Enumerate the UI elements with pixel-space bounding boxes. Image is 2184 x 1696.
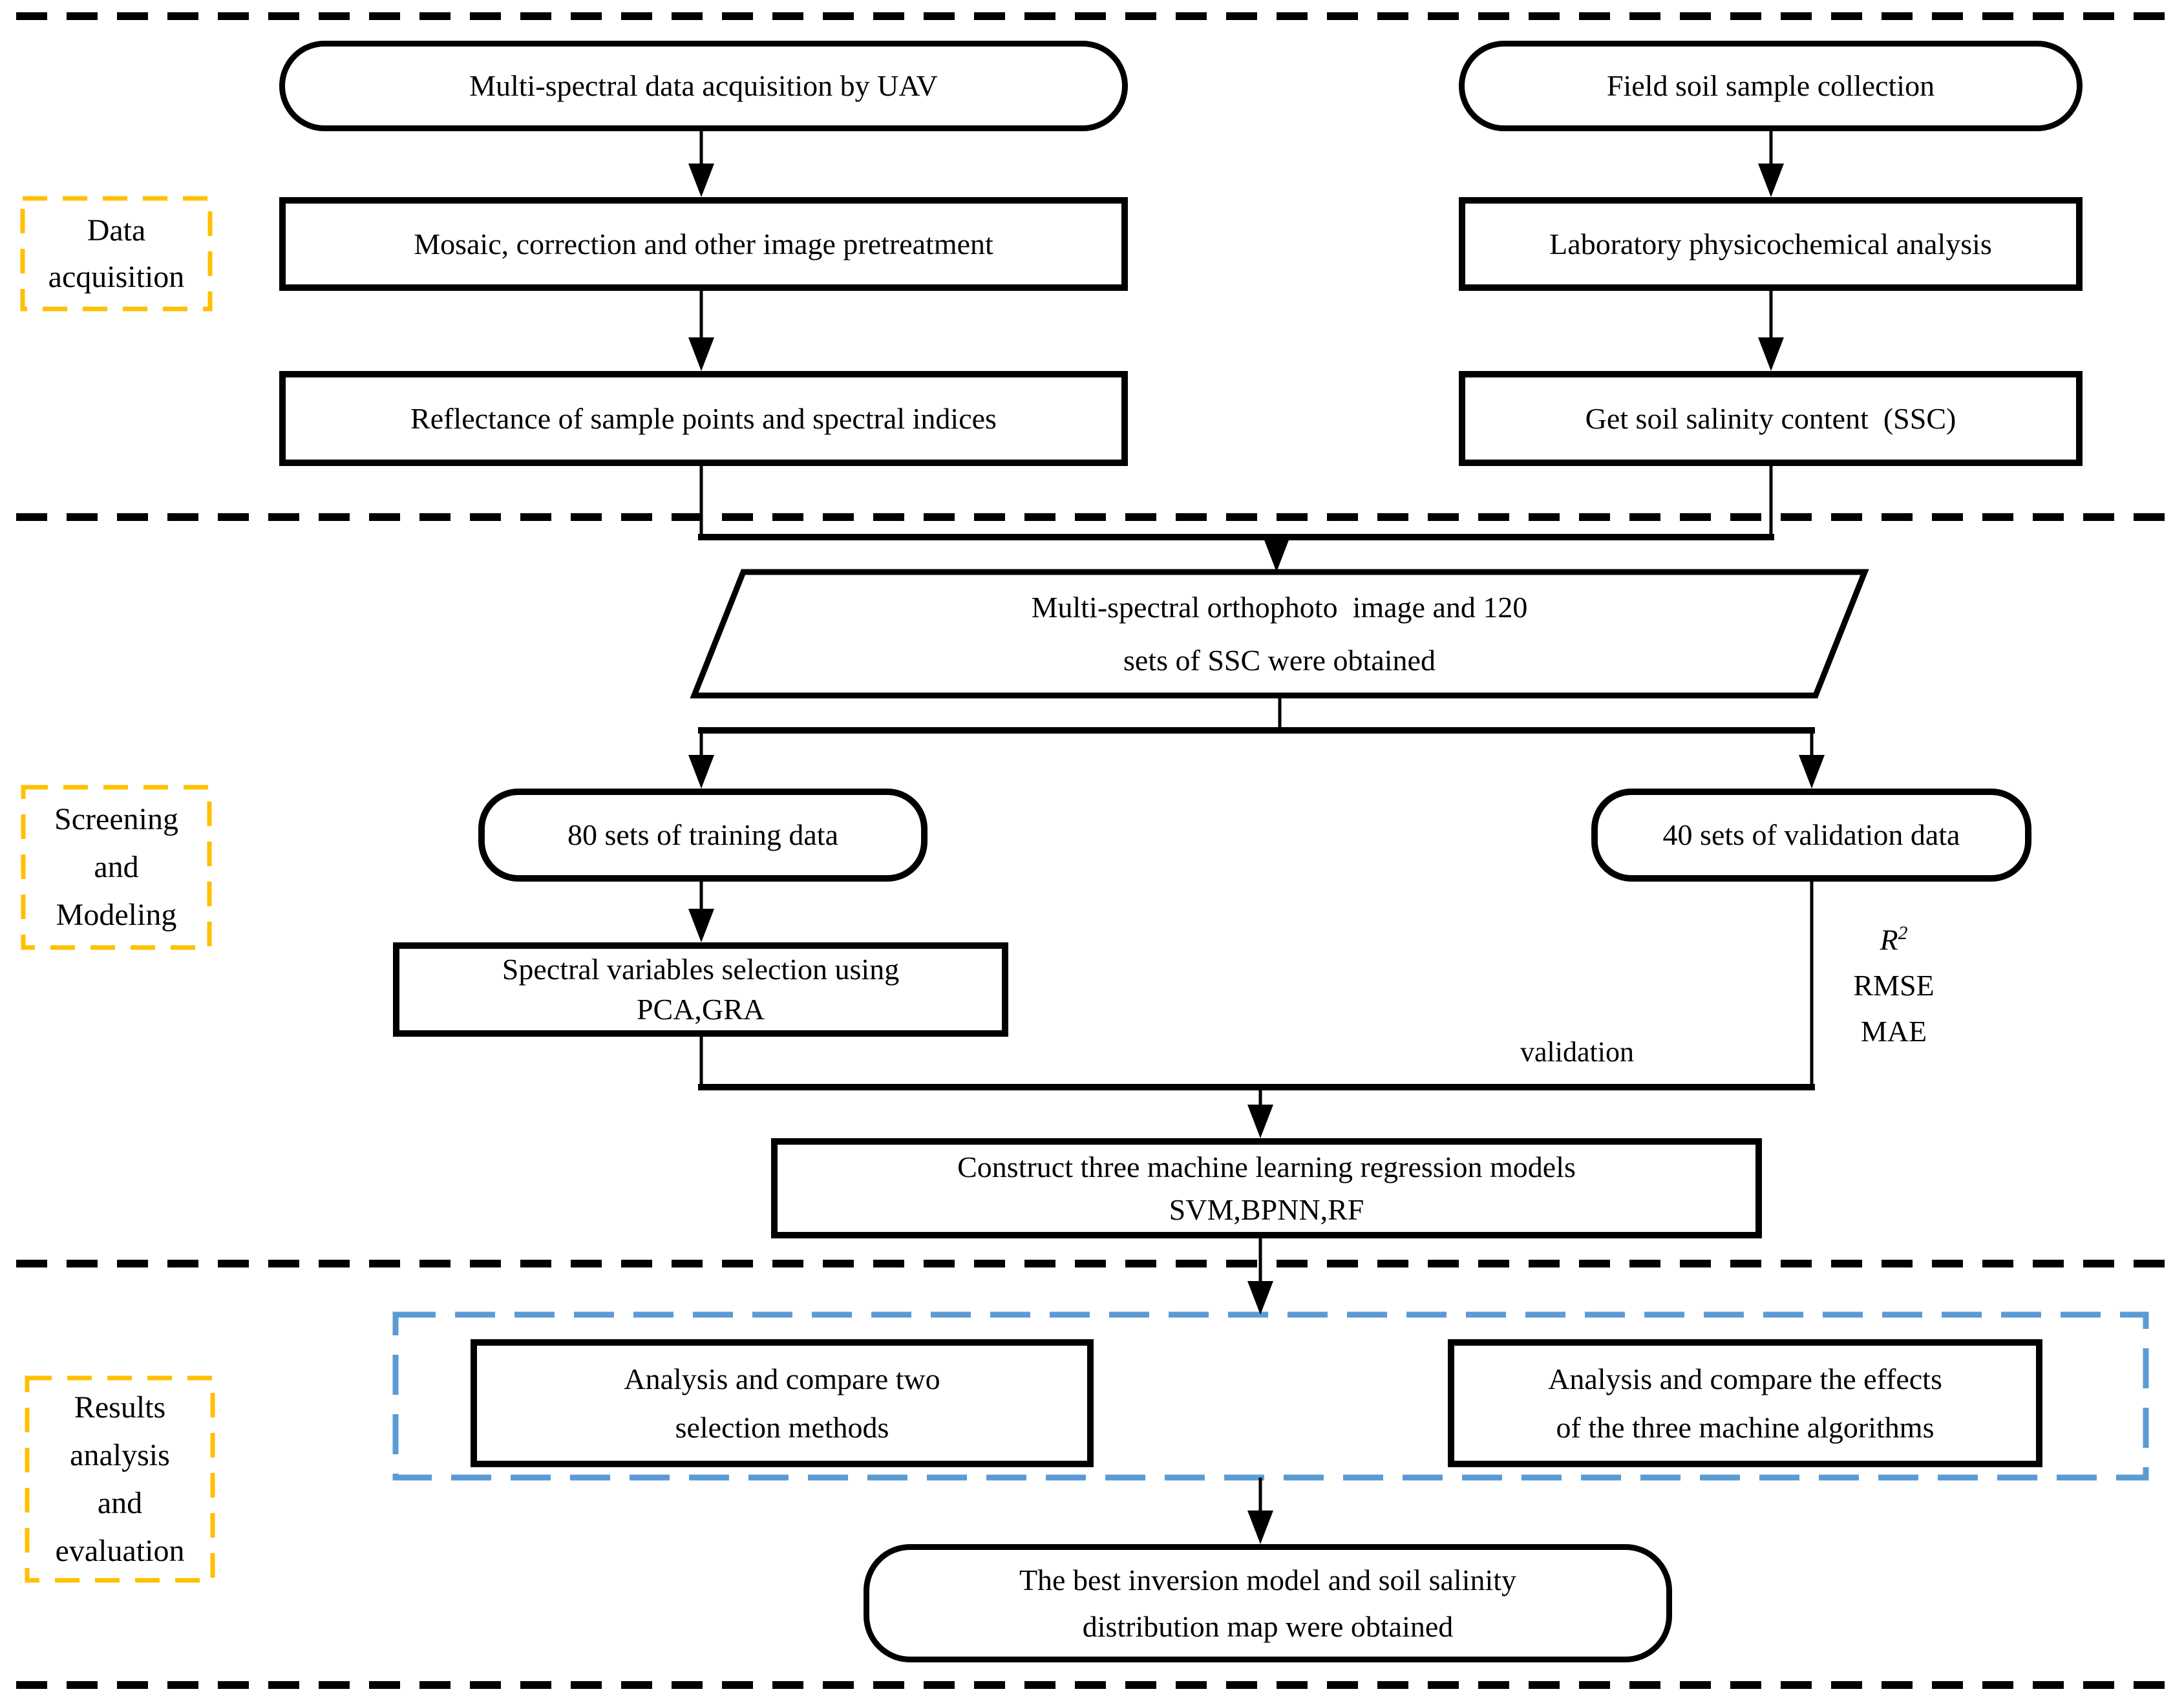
node-best-inversion-model: The best inversion model and soil salini… bbox=[864, 1544, 1672, 1662]
arrow-results-to-best bbox=[1247, 1478, 1273, 1544]
arrow-merge-to-construct bbox=[1247, 1087, 1273, 1138]
node-compare-selection-methods-text: Analysis and compare two selection metho… bbox=[624, 1362, 940, 1444]
arrow-split-to-validation bbox=[1799, 727, 1825, 789]
metric-r-squared: R2 bbox=[1810, 910, 1978, 962]
arrow-lab-to-ssc bbox=[1758, 291, 1784, 371]
node-construct-models: Construct three machine learning regress… bbox=[771, 1138, 1762, 1238]
node-compare-algorithms-text: Analysis and compare the effects of the … bbox=[1548, 1362, 1942, 1444]
node-orthophoto-data-text: Multi-spectral orthophoto image and 120 … bbox=[1031, 590, 1528, 677]
node-mosaic-pretreatment: Mosaic, correction and other image pretr… bbox=[279, 197, 1128, 291]
node-laboratory-analysis-text: Laboratory physicochemical analysis bbox=[1549, 227, 1992, 260]
frame-data-acquisition bbox=[20, 196, 213, 312]
node-field-collection-text: Field soil sample collection bbox=[1606, 69, 1935, 102]
node-uav-acquisition-text: Multi-spectral data acquisition by UAV bbox=[469, 69, 938, 102]
node-mosaic-pretreatment-text: Mosaic, correction and other image pretr… bbox=[414, 227, 993, 260]
node-spectral-selection-text: Spectral variables selection using PCA,G… bbox=[502, 953, 900, 1026]
arrow-merge-to-orthophoto bbox=[1264, 534, 1289, 572]
arrow-construct-to-results bbox=[1247, 1238, 1273, 1315]
node-uav-acquisition: Multi-spectral data acquisition by UAV bbox=[279, 41, 1128, 131]
arrow-field-to-lab bbox=[1758, 131, 1784, 197]
node-get-ssc-text: Get soil salinity content (SSC) bbox=[1585, 401, 1956, 435]
validation-edge-label: validation bbox=[1448, 1033, 1706, 1072]
section-label-data-acquisition: Data acquisition bbox=[23, 198, 210, 309]
metrics-annotation: R2 RMSE MAE bbox=[1810, 910, 1978, 1054]
node-compare-selection-methods: Analysis and compare two selection metho… bbox=[471, 1339, 1094, 1467]
node-construct-models-text: Construct three machine learning regress… bbox=[957, 1150, 1576, 1226]
metric-mae-text: MAE bbox=[1860, 1015, 1927, 1048]
connector-merge-validation bbox=[698, 882, 1815, 1090]
node-compare-algorithms: Analysis and compare the effects of the … bbox=[1448, 1339, 2042, 1467]
arrow-mosaic-to-reflectance bbox=[688, 291, 714, 371]
arrow-training-to-selection bbox=[688, 882, 714, 942]
section-label-results-evaluation: Results analysis and evaluation bbox=[27, 1378, 213, 1580]
connector-merge-branches bbox=[698, 466, 1774, 540]
node-orthophoto-data: Multi-spectral orthophoto image and 120 … bbox=[743, 572, 1816, 695]
arrow-uav-to-mosaic bbox=[688, 131, 714, 197]
node-best-inversion-model-text: The best inversion model and soil salini… bbox=[1019, 1563, 1517, 1643]
node-reflectance-indices: Reflectance of sample points and spectra… bbox=[279, 371, 1128, 466]
arrow-split-to-training bbox=[688, 727, 714, 789]
orthophoto-parallelogram bbox=[690, 569, 1869, 699]
node-validation-data: 40 sets of validation data bbox=[1591, 789, 2031, 882]
section-label-screening-modeling: Screening and Modeling bbox=[23, 787, 209, 948]
metric-r-sup: 2 bbox=[1898, 922, 1908, 944]
validation-edge-label-text: validation bbox=[1520, 1036, 1634, 1068]
metric-rmse-text: RMSE bbox=[1853, 969, 1935, 1002]
node-training-data-text: 80 sets of training data bbox=[567, 818, 838, 851]
section-label-results-evaluation-text: Results analysis and evaluation bbox=[55, 1390, 185, 1568]
section-label-screening-modeling-text: Screening and Modeling bbox=[54, 802, 178, 932]
connector-split-datasets bbox=[698, 695, 1815, 734]
metric-r-text: R bbox=[1880, 923, 1898, 957]
node-training-data: 80 sets of training data bbox=[478, 789, 928, 882]
node-field-collection: Field soil sample collection bbox=[1459, 41, 2083, 131]
node-spectral-selection: Spectral variables selection using PCA,G… bbox=[393, 942, 1008, 1037]
node-reflectance-indices-text: Reflectance of sample points and spectra… bbox=[410, 401, 997, 435]
node-get-ssc: Get soil salinity content (SSC) bbox=[1459, 371, 2083, 466]
node-laboratory-analysis: Laboratory physicochemical analysis bbox=[1459, 197, 2083, 291]
node-validation-data-text: 40 sets of validation data bbox=[1662, 818, 1960, 851]
frame-screening-modeling bbox=[21, 785, 212, 950]
section-label-data-acquisition-text: Data acquisition bbox=[48, 213, 185, 294]
frame-results-evaluation bbox=[25, 1375, 215, 1583]
